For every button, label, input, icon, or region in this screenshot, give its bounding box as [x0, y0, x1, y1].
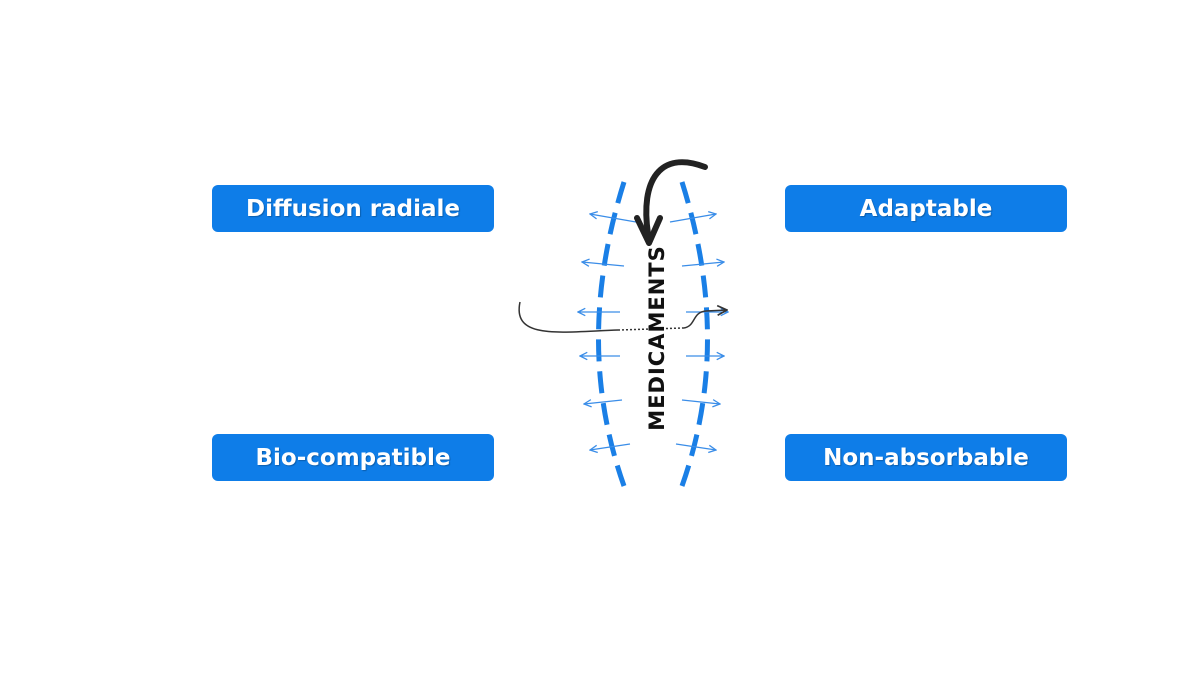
- label-diffusion-radiale: Diffusion radiale: [212, 185, 494, 232]
- left-wall-dashed-line: [596, 181, 627, 487]
- label-bio-compatible: Bio-compatible: [212, 434, 494, 481]
- curved-arrow-down-icon: [634, 159, 708, 246]
- thread-arrow-icon: [518, 301, 727, 333]
- label-adaptable: Adaptable: [785, 185, 1067, 232]
- medicaments-label: MEDICAMENTS: [645, 245, 669, 430]
- right-diffusion-arrows: [669, 214, 728, 450]
- label-non-absorbable: Non-absorbable: [785, 434, 1067, 481]
- left-diffusion-arrows: [578, 214, 637, 450]
- right-wall-dashed-line: [679, 181, 710, 487]
